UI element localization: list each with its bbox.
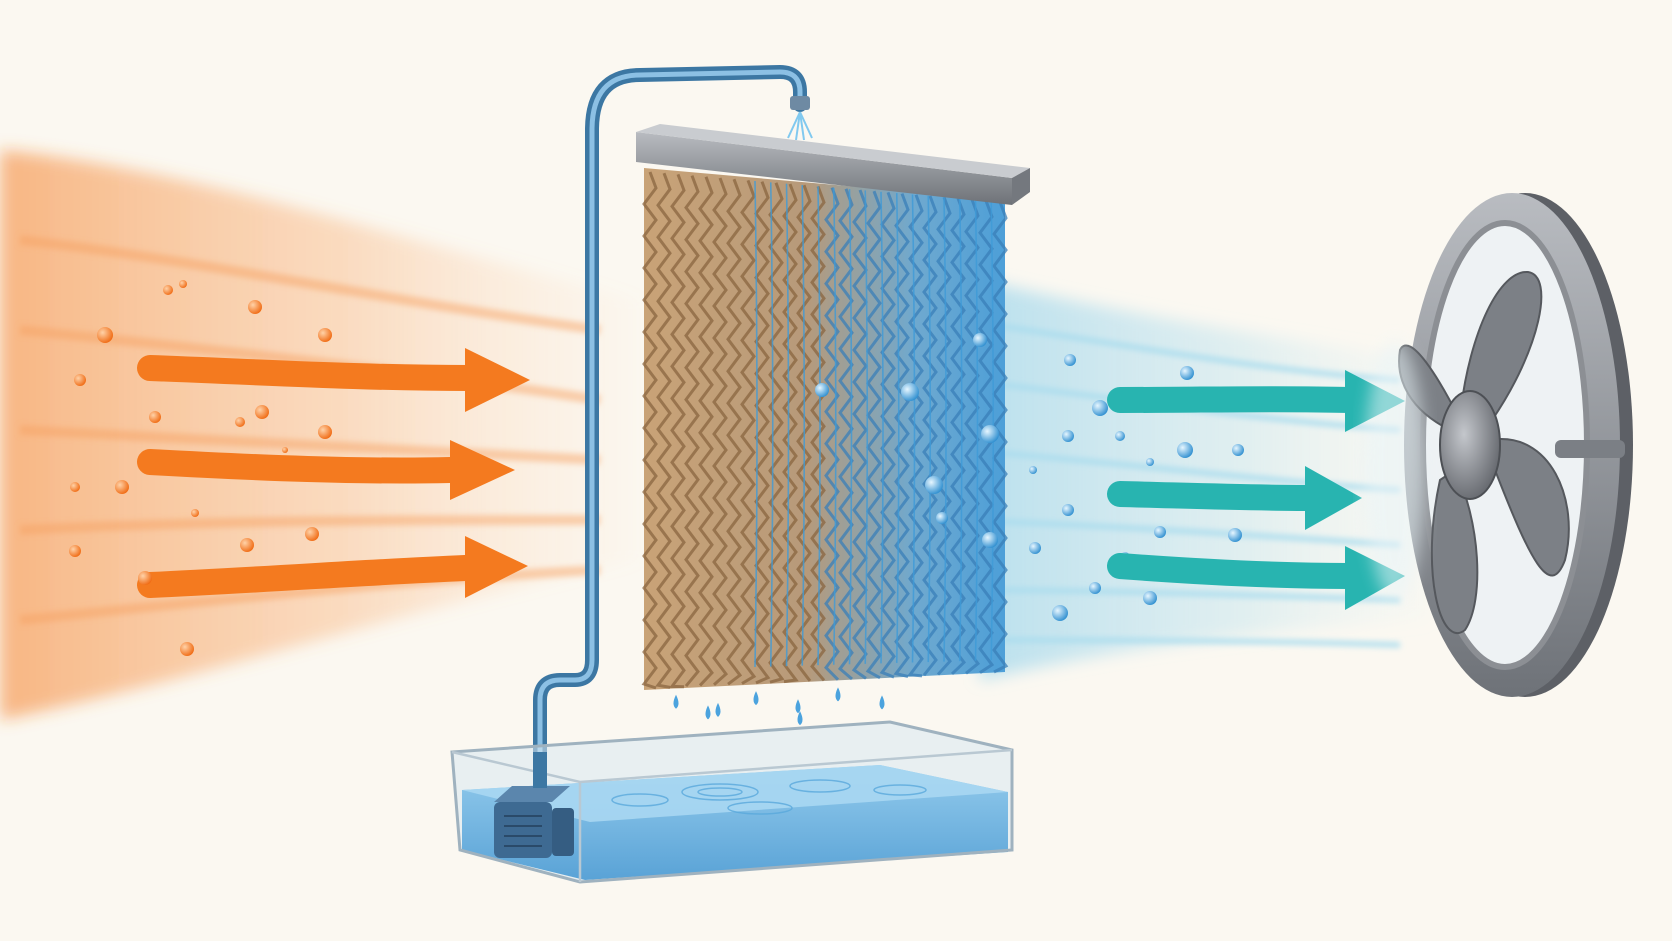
pad-flute — [851, 189, 868, 680]
water-drop — [715, 702, 721, 717]
fan-blades — [1398, 270, 1570, 634]
pad-flute — [655, 172, 672, 689]
hot-air-arrow-1 — [137, 348, 530, 412]
exhaust-fan — [1365, 193, 1633, 697]
distribution-pipe — [533, 65, 810, 762]
hot-air-arrow-2 — [137, 440, 515, 500]
pad-flute — [810, 185, 826, 682]
pad-flute — [782, 183, 799, 684]
water-drop — [879, 695, 885, 710]
pad-flute — [712, 177, 729, 686]
water-stream — [832, 187, 837, 665]
water-stream — [943, 197, 947, 662]
pad-flute — [865, 190, 882, 680]
cool-air-particles — [815, 333, 1244, 621]
pad-flute — [992, 201, 1009, 674]
water-stream — [880, 191, 884, 664]
pad-flute — [740, 179, 757, 685]
evaporative-pad — [636, 124, 1030, 690]
submersible-pump — [494, 752, 574, 858]
water-stream — [848, 189, 853, 665]
hot-air-particles — [69, 280, 332, 656]
pad-flute — [669, 173, 686, 689]
water-stream — [769, 182, 774, 667]
pad-flute — [879, 191, 896, 679]
water-stream — [754, 180, 758, 668]
water-stream — [864, 190, 869, 664]
pad-flute — [684, 175, 700, 688]
pad-flute — [726, 178, 743, 686]
water-ripples — [611, 779, 927, 815]
water-drop — [753, 691, 759, 706]
water-stream — [785, 183, 790, 667]
water-drop — [795, 699, 801, 714]
water-reservoir — [450, 720, 1014, 884]
pad-flute — [936, 196, 952, 676]
pad-flute — [698, 176, 714, 687]
water-drop — [705, 705, 711, 720]
water-drop — [835, 687, 841, 702]
water-stream — [974, 199, 979, 661]
cool-air-stream — [980, 280, 1430, 680]
water-stream — [958, 198, 963, 662]
water-drop — [797, 711, 803, 726]
water-stream — [927, 195, 932, 663]
pad-water-streams — [754, 180, 995, 668]
cool-air-arrow-3 — [1107, 546, 1405, 610]
cool-air-arrow-2 — [1107, 466, 1362, 530]
water-stream — [801, 185, 806, 666]
pad-flute — [754, 181, 771, 685]
pad-flute — [907, 194, 924, 678]
pad-flute — [824, 187, 840, 681]
pad-flute — [768, 182, 785, 684]
spray-nozzle-water — [787, 111, 813, 141]
pad-flute — [950, 197, 966, 676]
water-drips — [673, 687, 885, 726]
hot-air-arrow-3 — [137, 536, 528, 598]
water-stream — [911, 194, 916, 663]
water-drop — [673, 694, 679, 709]
water-stream — [817, 186, 821, 666]
pad-flute — [922, 195, 938, 677]
water-stream — [895, 193, 900, 663]
pad-flute — [641, 171, 658, 690]
hot-air-streamlines — [19, 235, 601, 625]
